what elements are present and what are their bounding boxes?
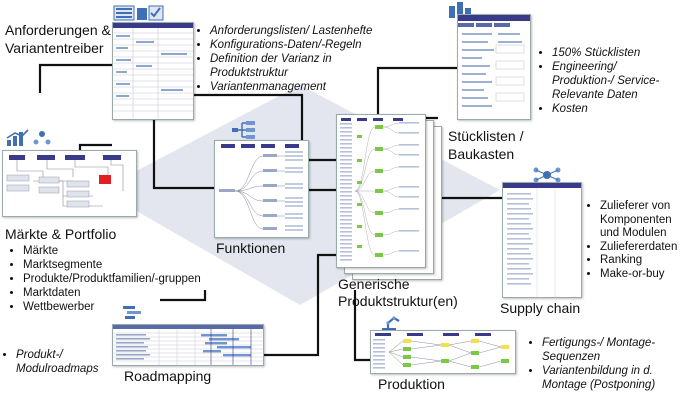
list-item: Relevante Daten — [552, 89, 638, 101]
list-item: Anforderungslisten/ Lastenhefte — [210, 24, 372, 38]
label-requirements-line1: Anforderungen & — [5, 22, 111, 38]
list-item: Sequenzen — [542, 351, 601, 363]
label-generic-line2: Produktstruktur(en) — [338, 293, 458, 309]
list-item: Märkte — [23, 244, 201, 258]
list-item: Produktstruktur — [210, 67, 288, 79]
list-item: Kosten — [552, 102, 659, 116]
list-supply-chain: Zulieferer von Komponenten und Modulen Z… — [586, 200, 677, 281]
label-markets: Märkte & Portfolio — [5, 226, 117, 242]
list-item: Marktdaten — [23, 286, 201, 300]
label-bom-line2: Baukasten — [448, 146, 515, 162]
list-item: Zuliefererdaten — [600, 241, 677, 255]
list-markets: Märkte Marktsegmente Produkte/Produktfam… — [9, 244, 201, 314]
list-item: Wettbewerber — [23, 300, 201, 314]
connector-roadmap — [160, 290, 207, 302]
list-item: Modulroadmaps — [16, 363, 99, 375]
screenshot-production — [370, 330, 516, 374]
list-item: Komponenten — [600, 213, 672, 226]
screenshot-functions — [214, 140, 309, 238]
market-chart-icon — [6, 128, 54, 148]
label-generic-line1: Generische — [338, 276, 410, 292]
function-tree-icon — [232, 120, 256, 140]
screenshot-roadmap — [112, 324, 264, 366]
connector-bom — [376, 66, 460, 120]
label-production: Produktion — [378, 376, 445, 392]
connector-requirements — [38, 63, 112, 93]
list-item: 150% Stücklisten — [552, 46, 659, 60]
label-bom-line1: Stücklisten / — [448, 128, 524, 144]
list-item: Zulieferer von — [600, 200, 677, 214]
list-item: und Modulen — [600, 227, 667, 239]
connector-roadmap-generic — [262, 253, 340, 357]
label-roadmapping: Roadmapping — [124, 368, 212, 384]
list-item: Produkte/Produktfamilien/-gruppen — [23, 272, 201, 286]
list-item: Variantenmanagement — [210, 80, 372, 94]
screenshot-requirements — [112, 22, 194, 120]
list-production: Fertigungs-/ Montage- Sequenzen Variante… — [528, 336, 655, 392]
list-item: Produktion-/ Service- — [552, 75, 660, 87]
list-item: Variantenbildung in d. — [542, 364, 655, 378]
label-functions: Funktionen — [216, 240, 286, 256]
list-item: Konfigurations-Daten/-Regeln — [210, 38, 372, 52]
list-item: Fertigungs-/ Montage- — [542, 336, 655, 350]
label-supply-chain: Supply chain — [500, 300, 581, 316]
toolbar-icons-requirements — [113, 4, 173, 22]
production-robot-icon — [380, 314, 402, 332]
screenshot-supply-chain — [502, 182, 582, 298]
screenshot-markets — [2, 150, 137, 217]
label-requirements-line2: Variantentreiber — [5, 40, 104, 56]
list-roadmap: Produkt-/ Modulroadmaps — [2, 348, 98, 376]
bom-icon — [448, 0, 472, 20]
list-item: Make-or-buy — [600, 268, 677, 282]
list-item: Ranking — [600, 254, 677, 268]
connector-requirements-generic — [191, 93, 340, 162]
list-bom: 150% Stücklisten Engineering/ Produktion… — [538, 46, 659, 116]
list-item: Marktsegmente — [23, 258, 201, 272]
list-item: Produkt-/ — [16, 348, 98, 362]
list-item: Montage (Postponing) — [542, 379, 656, 391]
connector-requirements-functions — [152, 118, 215, 190]
roadmap-gantt-icon — [122, 304, 144, 320]
list-item: Definition der Varianz in — [210, 52, 372, 66]
supply-chain-network-icon — [532, 166, 562, 184]
screenshot-generic-structure — [336, 114, 426, 268]
list-item: Engineering/ — [552, 60, 659, 74]
screenshot-bom — [457, 14, 531, 120]
list-requirements: Anforderungslisten/ Lastenhefte Konfigur… — [196, 24, 372, 94]
connector-production — [353, 290, 370, 362]
